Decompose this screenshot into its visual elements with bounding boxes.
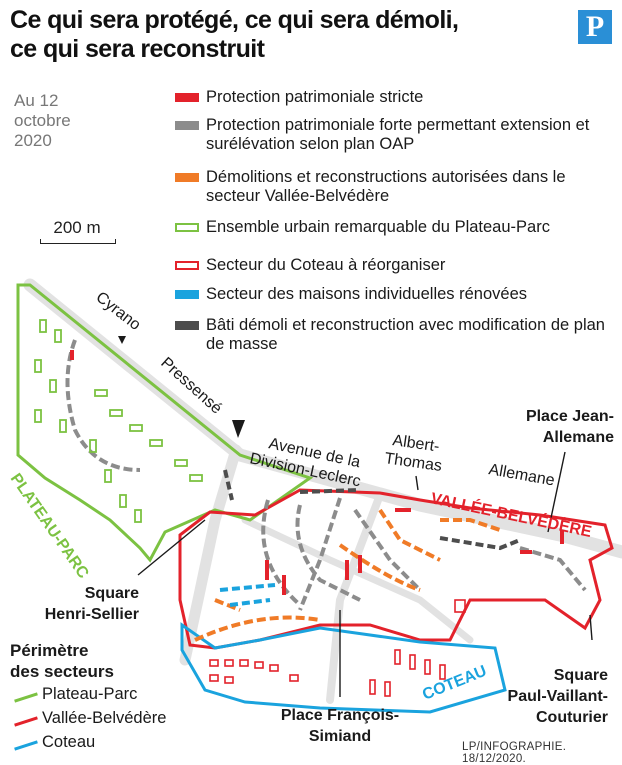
- page-title: Ce qui sera protégé, ce qui sera démoli,…: [10, 6, 570, 64]
- perimeter-item-vallee-belvedere: Vallée-Belvédère: [10, 706, 180, 730]
- legend-item-demolitions: Démolitions et reconstructions autorisée…: [175, 168, 606, 206]
- legend-swatch: [175, 321, 199, 330]
- cyrano-arrow-icon: [118, 336, 126, 344]
- place-label-paul-vaillant-line-3: Couturier: [536, 709, 608, 726]
- legend-swatch: [175, 261, 199, 270]
- buildings-orange: [194, 508, 501, 642]
- perimeter-legend: Périmètre des secteurs Plateau-Parc Vall…: [10, 640, 180, 754]
- scale-bar: 200 m: [40, 218, 116, 244]
- title-line-1: Ce qui sera protégé, ce qui sera démoli,: [10, 6, 459, 34]
- scale-label: 200 m: [53, 218, 101, 237]
- legend-item-strong-protection: Protection patrimoniale forte permettant…: [175, 116, 606, 154]
- buildings-red: [70, 350, 564, 595]
- street-label-allemane: Allemane: [487, 461, 556, 489]
- legend-label: Secteur des maisons individuelles rénové…: [206, 285, 528, 303]
- perimeter-line: [14, 740, 38, 751]
- plateau-parc-perimeter: [16, 283, 314, 563]
- street-label-cyrano: Cyrano: [93, 289, 144, 334]
- label-pointers: [137, 451, 593, 697]
- perimeter-label: Plateau-Parc: [42, 685, 138, 703]
- perimeter-item-plateau-parc: Plateau-Parc: [10, 682, 180, 706]
- sector-label-plateau-parc: PLATEAU-PARC: [7, 471, 92, 583]
- legend-item-demolished-rebuilt: Bâti démoli et reconstruction avec modif…: [175, 316, 606, 354]
- credit-line: LP/INFOGRAPHIE. 18/12/2020.: [462, 741, 567, 765]
- perimeter-line: [14, 716, 38, 727]
- legend-label: Protection patrimoniale stricte: [206, 88, 424, 106]
- place-label-jean-allemane-line-1: Place Jean-: [526, 408, 614, 425]
- legend-label: Protection patrimoniale forte permettant…: [206, 116, 590, 153]
- scale-bar-line: [40, 239, 116, 244]
- legend-item-plateau-parc: Ensemble urbain remarquable du Plateau-P…: [175, 218, 606, 237]
- title-line-2: ce qui sera reconstruit: [10, 35, 265, 63]
- legend-label: Secteur du Coteau à réorganiser: [206, 256, 446, 274]
- date-line-1: Au 12: [14, 91, 59, 110]
- buildings-gray: [65, 339, 587, 611]
- pressense-arrow-icon: [232, 420, 245, 438]
- perimeter-title-line-2: des secteurs: [10, 662, 114, 681]
- buildings-plateau-parc: [34, 319, 203, 523]
- perimeter-label: Coteau: [42, 733, 96, 751]
- legend-swatch: [175, 290, 199, 299]
- coteau-perimeter: [180, 622, 507, 714]
- legend-swatch: [175, 93, 199, 102]
- place-label-henri-sellier-line-2: Henri-Sellier: [45, 606, 139, 623]
- perimeter-label: Vallée-Belvédère: [42, 709, 167, 727]
- legend-swatch: [175, 121, 199, 130]
- legend-swatch: [175, 223, 199, 232]
- buildings-coteau: [209, 599, 466, 697]
- perimeter-line: [14, 692, 38, 703]
- buildings-dark: [223, 469, 521, 551]
- date-line-3: 2020: [14, 131, 52, 150]
- date-line-2: octobre: [14, 111, 71, 130]
- perimeter-item-coteau: Coteau: [10, 730, 180, 754]
- place-label-henri-sellier-line-1: Square: [85, 585, 139, 602]
- legend-item-coteau: Secteur du Coteau à réorganiser: [175, 256, 606, 275]
- legend-item-strict-protection: Protection patrimoniale stricte: [175, 88, 606, 107]
- date-label: Au 12 octobre 2020: [14, 91, 104, 151]
- le-parisien-logo: P: [578, 10, 612, 44]
- legend-label: Ensemble urbain remarquable du Plateau-P…: [206, 218, 550, 236]
- buildings-blue: [219, 583, 276, 607]
- legend-item-individual-houses: Secteur des maisons individuelles rénové…: [175, 285, 606, 304]
- legend-swatch: [175, 173, 199, 182]
- perimeter-title-line-1: Périmètre: [10, 641, 89, 660]
- place-label-francois-simiand-line-1: Place François-: [281, 707, 399, 724]
- street-label-albert-line-1: Albert-: [391, 432, 440, 455]
- place-label-paul-vaillant-line-2: Paul-Vaillant-: [508, 688, 608, 705]
- legend-label: Démolitions et reconstructions autorisée…: [206, 168, 566, 205]
- place-label-paul-vaillant-line-1: Square: [554, 667, 608, 684]
- place-label-jean-allemane-line-2: Allemane: [543, 429, 614, 446]
- road-albert-thomas: [326, 491, 384, 704]
- place-label-francois-simiand-line-2: Simiand: [309, 728, 371, 745]
- legend-label: Bâti démoli et reconstruction avec modif…: [206, 316, 605, 353]
- road-secondary: [241, 516, 474, 644]
